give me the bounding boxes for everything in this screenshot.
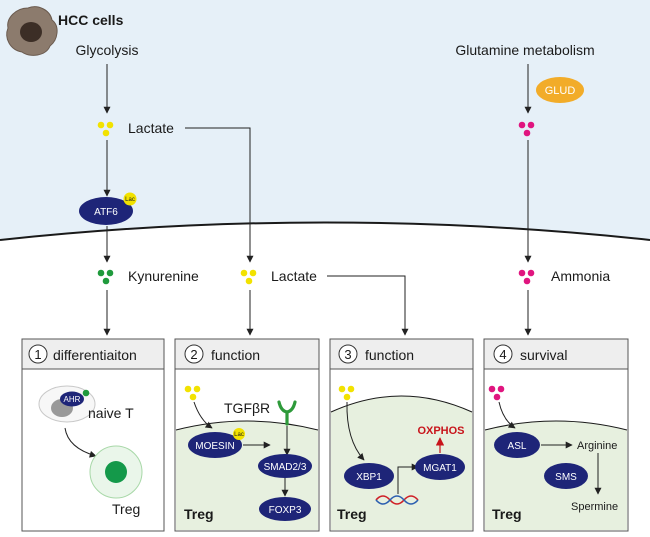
panel-1-treg: Treg	[112, 501, 140, 517]
hcc-membrane	[0, 221, 650, 241]
hcc-region	[0, 0, 650, 240]
moesin-protein: MOESIN Lac	[188, 428, 245, 458]
lactate-dots-p3	[338, 385, 355, 401]
asl-enzyme: ASL	[494, 432, 540, 458]
arrow-ammonia-asl	[498, 401, 516, 429]
sms-label: SMS	[555, 472, 577, 483]
lac-badge-label: Lac	[125, 197, 135, 203]
arrow-lactate-moesin	[193, 401, 213, 429]
panel-differentiation: 1 differentiaiton AHR naive T Treg	[21, 338, 165, 532]
kynurenine-label: Kynurenine	[128, 268, 199, 284]
naive-t-cell: AHR	[38, 385, 96, 423]
ahr-label: AHR	[64, 395, 81, 404]
ammonia-label: Ammonia	[551, 268, 610, 284]
panel-3-treg: Treg	[337, 506, 367, 522]
lac-badge	[123, 192, 137, 206]
panel-1-number	[28, 344, 48, 364]
ammonia-dots-tme	[518, 269, 535, 285]
panel-function-2: 3 function XBP1 MGAT1 OXPHOS Treg	[329, 338, 474, 532]
smad-protein: SMAD2/3	[258, 454, 312, 478]
panel-1-title: differentiaiton	[53, 347, 137, 363]
panel-3-title: function	[365, 347, 414, 363]
naive-t-label: naive T	[88, 405, 134, 421]
mgat1-label: MGAT1	[423, 463, 457, 474]
hcc-cell-icon	[6, 6, 58, 56]
panel-function-1: 2 function TGFβR MOESIN Lac SMAD2/3 FOXP…	[174, 338, 320, 532]
lactate-dots-top	[97, 121, 114, 137]
arrow-differentiation	[64, 427, 97, 458]
ammonia-dots-top	[518, 121, 535, 137]
panel-2-title: function	[211, 347, 260, 363]
sms-enzyme: SMS	[544, 463, 588, 489]
panel-1-num-text: 1	[34, 347, 41, 362]
lactate-top-label: Lactate	[128, 120, 174, 136]
tgfbr-label: TGFβR	[224, 400, 270, 416]
lactate-dots-p2	[184, 385, 201, 401]
panel-2-num-text: 2	[190, 347, 197, 362]
arrow-lactate-cross	[185, 127, 254, 263]
panel-2-treg: Treg	[184, 506, 214, 522]
glud-enzyme: GLUD	[536, 77, 584, 103]
arrow-to-panel-3	[327, 275, 409, 336]
panel-3-num-text: 3	[344, 347, 351, 362]
tgfbr-receptor-icon	[277, 400, 297, 426]
moesin-lac-badge	[233, 428, 245, 440]
glutamine-label: Glutamine metabolism	[455, 42, 594, 58]
panel-4-num-text: 4	[499, 347, 506, 362]
panel-survival: 4 survival ASL Arginine SMS Spermine Tre…	[483, 338, 629, 532]
moesin-lac-label: Lac	[234, 432, 244, 438]
arginine-label: Arginine	[577, 440, 617, 452]
spermine-label: Spermine	[571, 501, 618, 513]
ammonia-dots-p4	[488, 385, 505, 401]
panel-3-cell	[331, 396, 472, 530]
arrow-lactate-xbp1	[346, 401, 365, 461]
foxp3-label: FOXP3	[269, 505, 302, 516]
arrow-xbp1-mgat1	[397, 463, 419, 494]
moesin-label: MOESIN	[195, 441, 234, 452]
atf6-protein: ATF6 Lac	[79, 192, 137, 225]
panel-2-number	[184, 344, 204, 364]
glycolysis-label: Glycolysis	[75, 42, 138, 58]
xbp1-protein: XBP1	[344, 463, 394, 489]
treg-cell-1	[89, 445, 143, 499]
hcc-title: HCC cells	[58, 12, 124, 28]
foxp3-protein: FOXP3	[259, 497, 311, 521]
smad-label: SMAD2/3	[264, 462, 307, 473]
glud-label: GLUD	[545, 85, 576, 97]
panel-4-title: survival	[520, 347, 567, 363]
asl-label: ASL	[508, 441, 527, 452]
kynurenine-dots	[97, 269, 114, 285]
mgat1-protein: MGAT1	[415, 454, 465, 480]
atf6-label: ATF6	[94, 207, 118, 218]
panel-3-number	[338, 344, 358, 364]
panel-4-number	[493, 344, 513, 364]
xbp1-label: XBP1	[356, 472, 382, 483]
dna-helix-icon	[375, 495, 419, 505]
lactate-dots-tme	[240, 269, 257, 285]
panel-4-treg: Treg	[492, 506, 522, 522]
oxphos-label: OXPHOS	[417, 425, 464, 437]
lactate-tme-label: Lactate	[271, 268, 317, 284]
